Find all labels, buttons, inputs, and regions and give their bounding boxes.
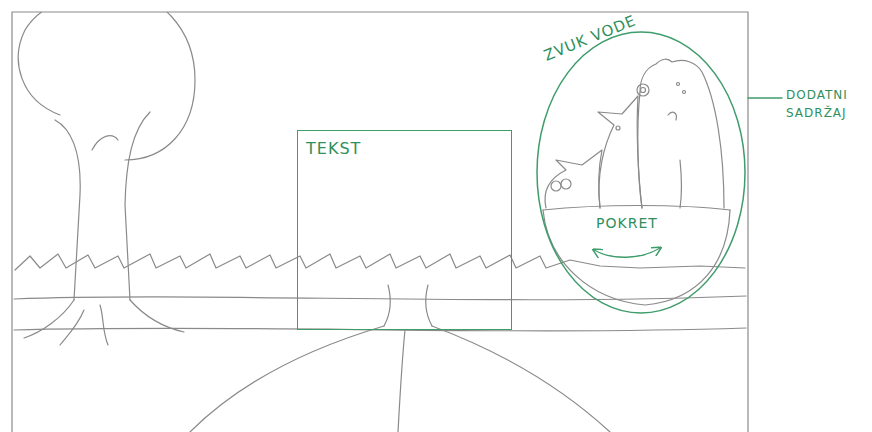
leader-line bbox=[748, 97, 782, 98]
tree-trunk bbox=[384, 285, 390, 326]
tree-trunk bbox=[125, 112, 150, 300]
tree-root bbox=[190, 326, 384, 432]
bear-eye bbox=[641, 88, 646, 93]
motion-arrow bbox=[594, 248, 660, 257]
text-box: TEKST bbox=[297, 130, 512, 330]
tree-root bbox=[100, 305, 108, 345]
box-heading: ZVUK VODE bbox=[541, 11, 639, 64]
annotation-label: DODATNI SADRŽAJ bbox=[786, 86, 866, 122]
ellipse-outline bbox=[535, 30, 747, 315]
tree-root bbox=[24, 300, 74, 338]
bear-eye bbox=[637, 84, 649, 96]
sheet-frame bbox=[12, 12, 748, 432]
bird-figure bbox=[545, 150, 602, 208]
tree-trunk bbox=[55, 120, 80, 300]
bird-figure bbox=[598, 96, 642, 208]
tree-branch bbox=[92, 136, 118, 150]
content-ellipse: ZVUK VODEPOKRET bbox=[535, 30, 747, 315]
box-note: POKRET bbox=[596, 215, 658, 232]
ellipse-outline bbox=[537, 32, 745, 313]
bear-figure bbox=[640, 59, 724, 208]
box-heading: TEKST bbox=[306, 139, 503, 158]
tree-root bbox=[432, 326, 610, 432]
bird-eye bbox=[551, 181, 561, 191]
basket-body bbox=[543, 210, 730, 305]
basket-rim bbox=[543, 206, 730, 211]
bear-leg bbox=[680, 160, 682, 208]
tree-root bbox=[398, 330, 405, 432]
tree-root bbox=[130, 300, 184, 332]
tree-crown bbox=[18, 12, 195, 160]
tree-root bbox=[60, 310, 84, 345]
ground-line bbox=[14, 296, 746, 300]
bear-mouth bbox=[668, 112, 676, 120]
bear-spot bbox=[677, 83, 680, 86]
bird-eye bbox=[616, 126, 620, 130]
tree-trunk bbox=[426, 285, 432, 326]
bird-eye bbox=[561, 179, 571, 189]
bear-spot bbox=[683, 91, 686, 94]
